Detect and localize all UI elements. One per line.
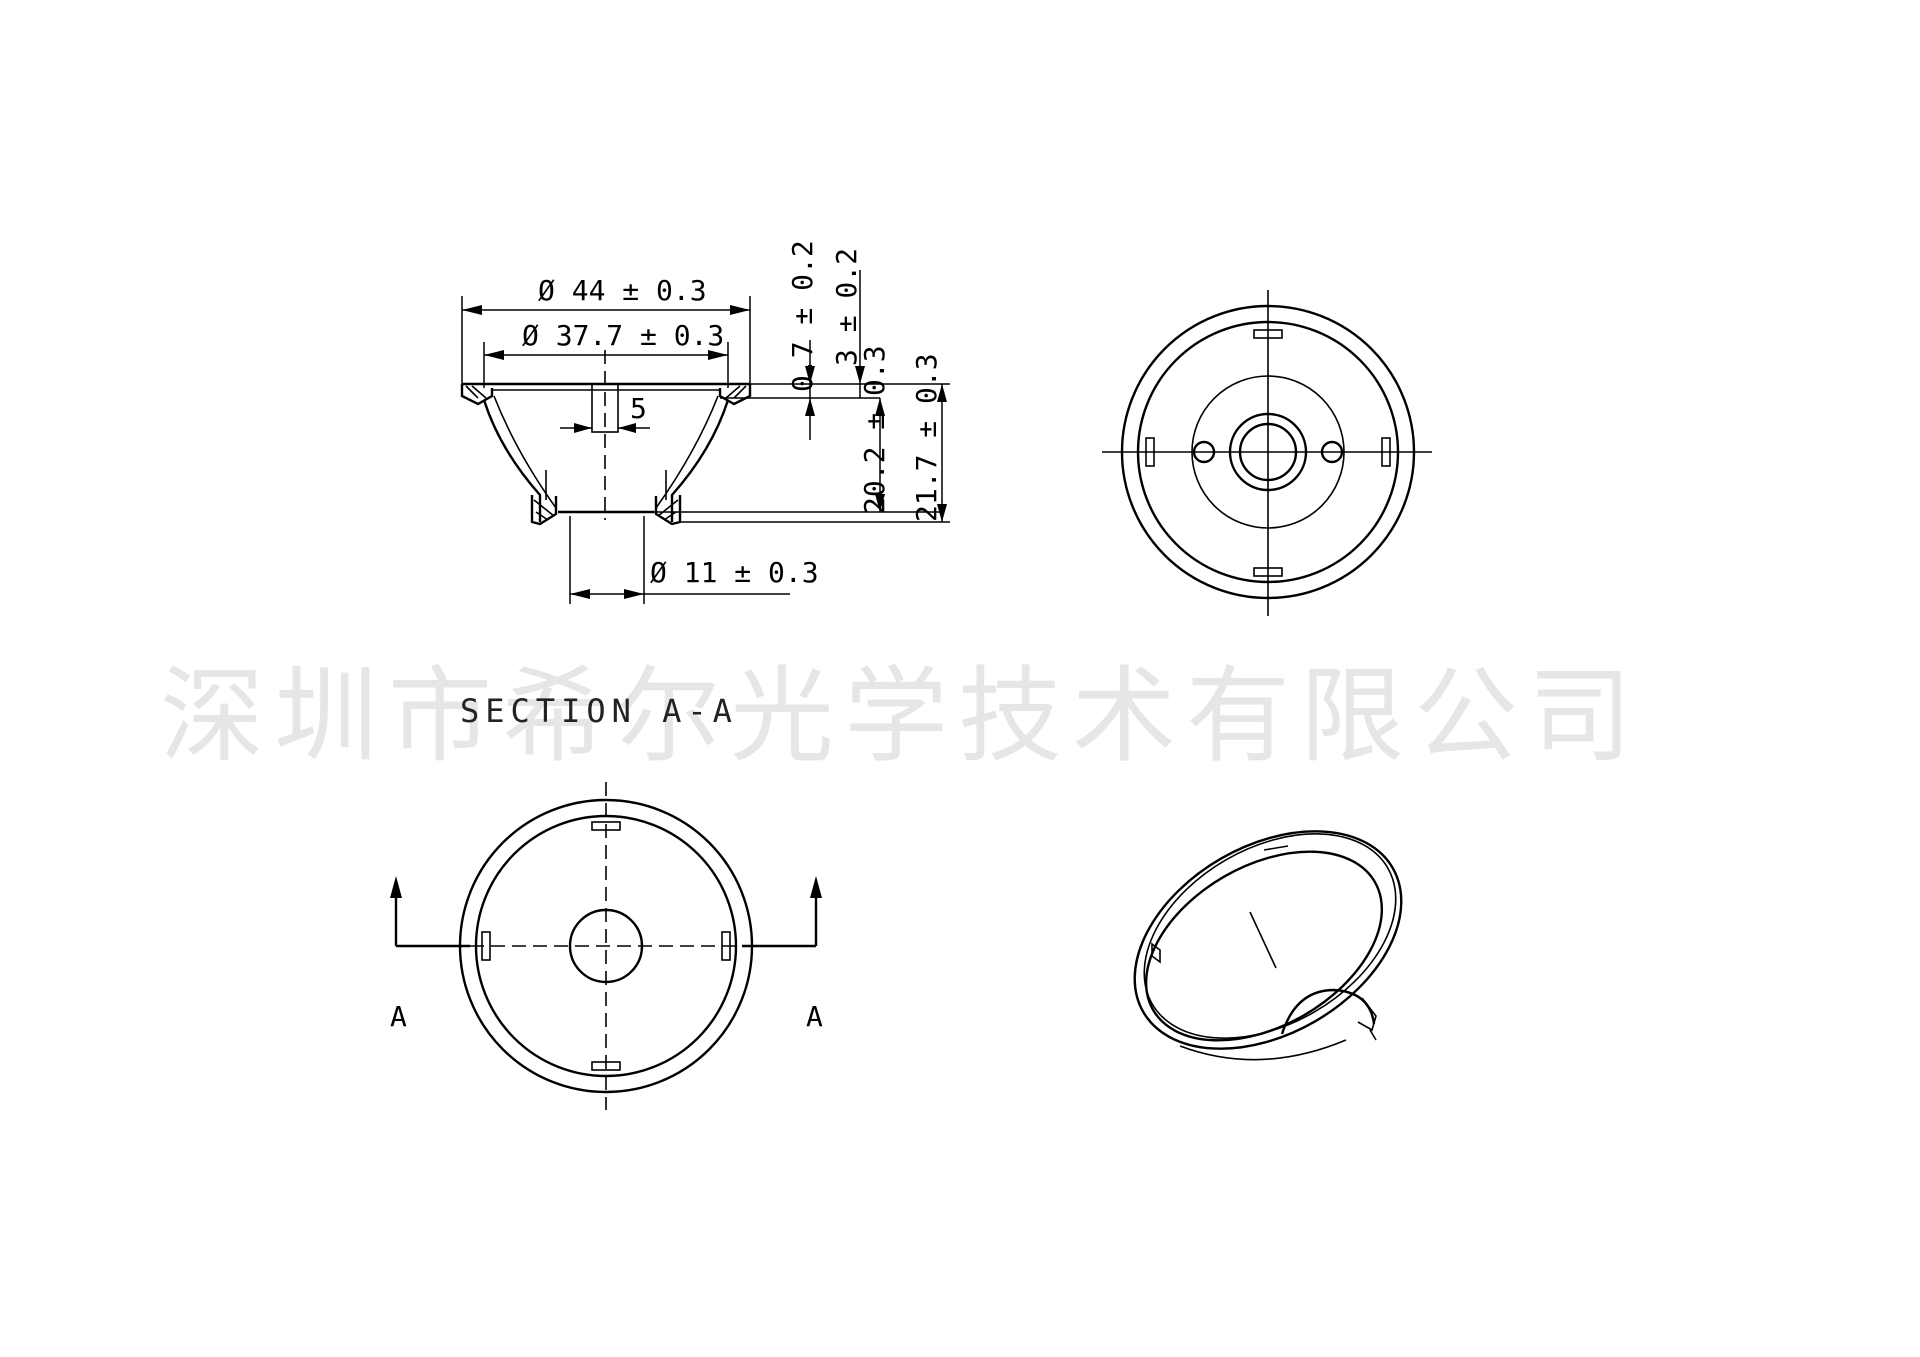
dim-flange-thickness: 0.7 ± 0.2	[786, 240, 819, 392]
section-marker-right: A	[806, 1000, 823, 1033]
dim-bottom-diameter: Ø 11 ± 0.3	[650, 556, 819, 589]
dim-inner-diameter: Ø 37.7 ± 0.3	[522, 319, 724, 352]
section-dimensions: Ø 44 ± 0.3 Ø 37.7 ± 0.3 5 Ø 11 ± 0.3 0.7…	[461, 240, 950, 604]
section-title: SECTION A-A	[460, 692, 738, 730]
dim-total-height: 21.7 ± 0.3	[910, 353, 943, 522]
dim-outer-diameter: Ø 44 ± 0.3	[538, 274, 707, 307]
isometric-view	[1133, 830, 1403, 1061]
section-marker-left: A	[390, 1000, 407, 1033]
bottom-view	[1102, 290, 1432, 616]
company-watermark: 深圳市希尔光学技术有限公司	[160, 655, 1642, 777]
dim-reflector-depth: 20.2 ± 0.3	[858, 345, 891, 514]
top-view: A A	[390, 782, 823, 1110]
section-view	[460, 350, 752, 526]
dim-tab-width: 5	[630, 392, 647, 425]
dim-rim-height: 3 ± 0.2	[830, 248, 863, 366]
